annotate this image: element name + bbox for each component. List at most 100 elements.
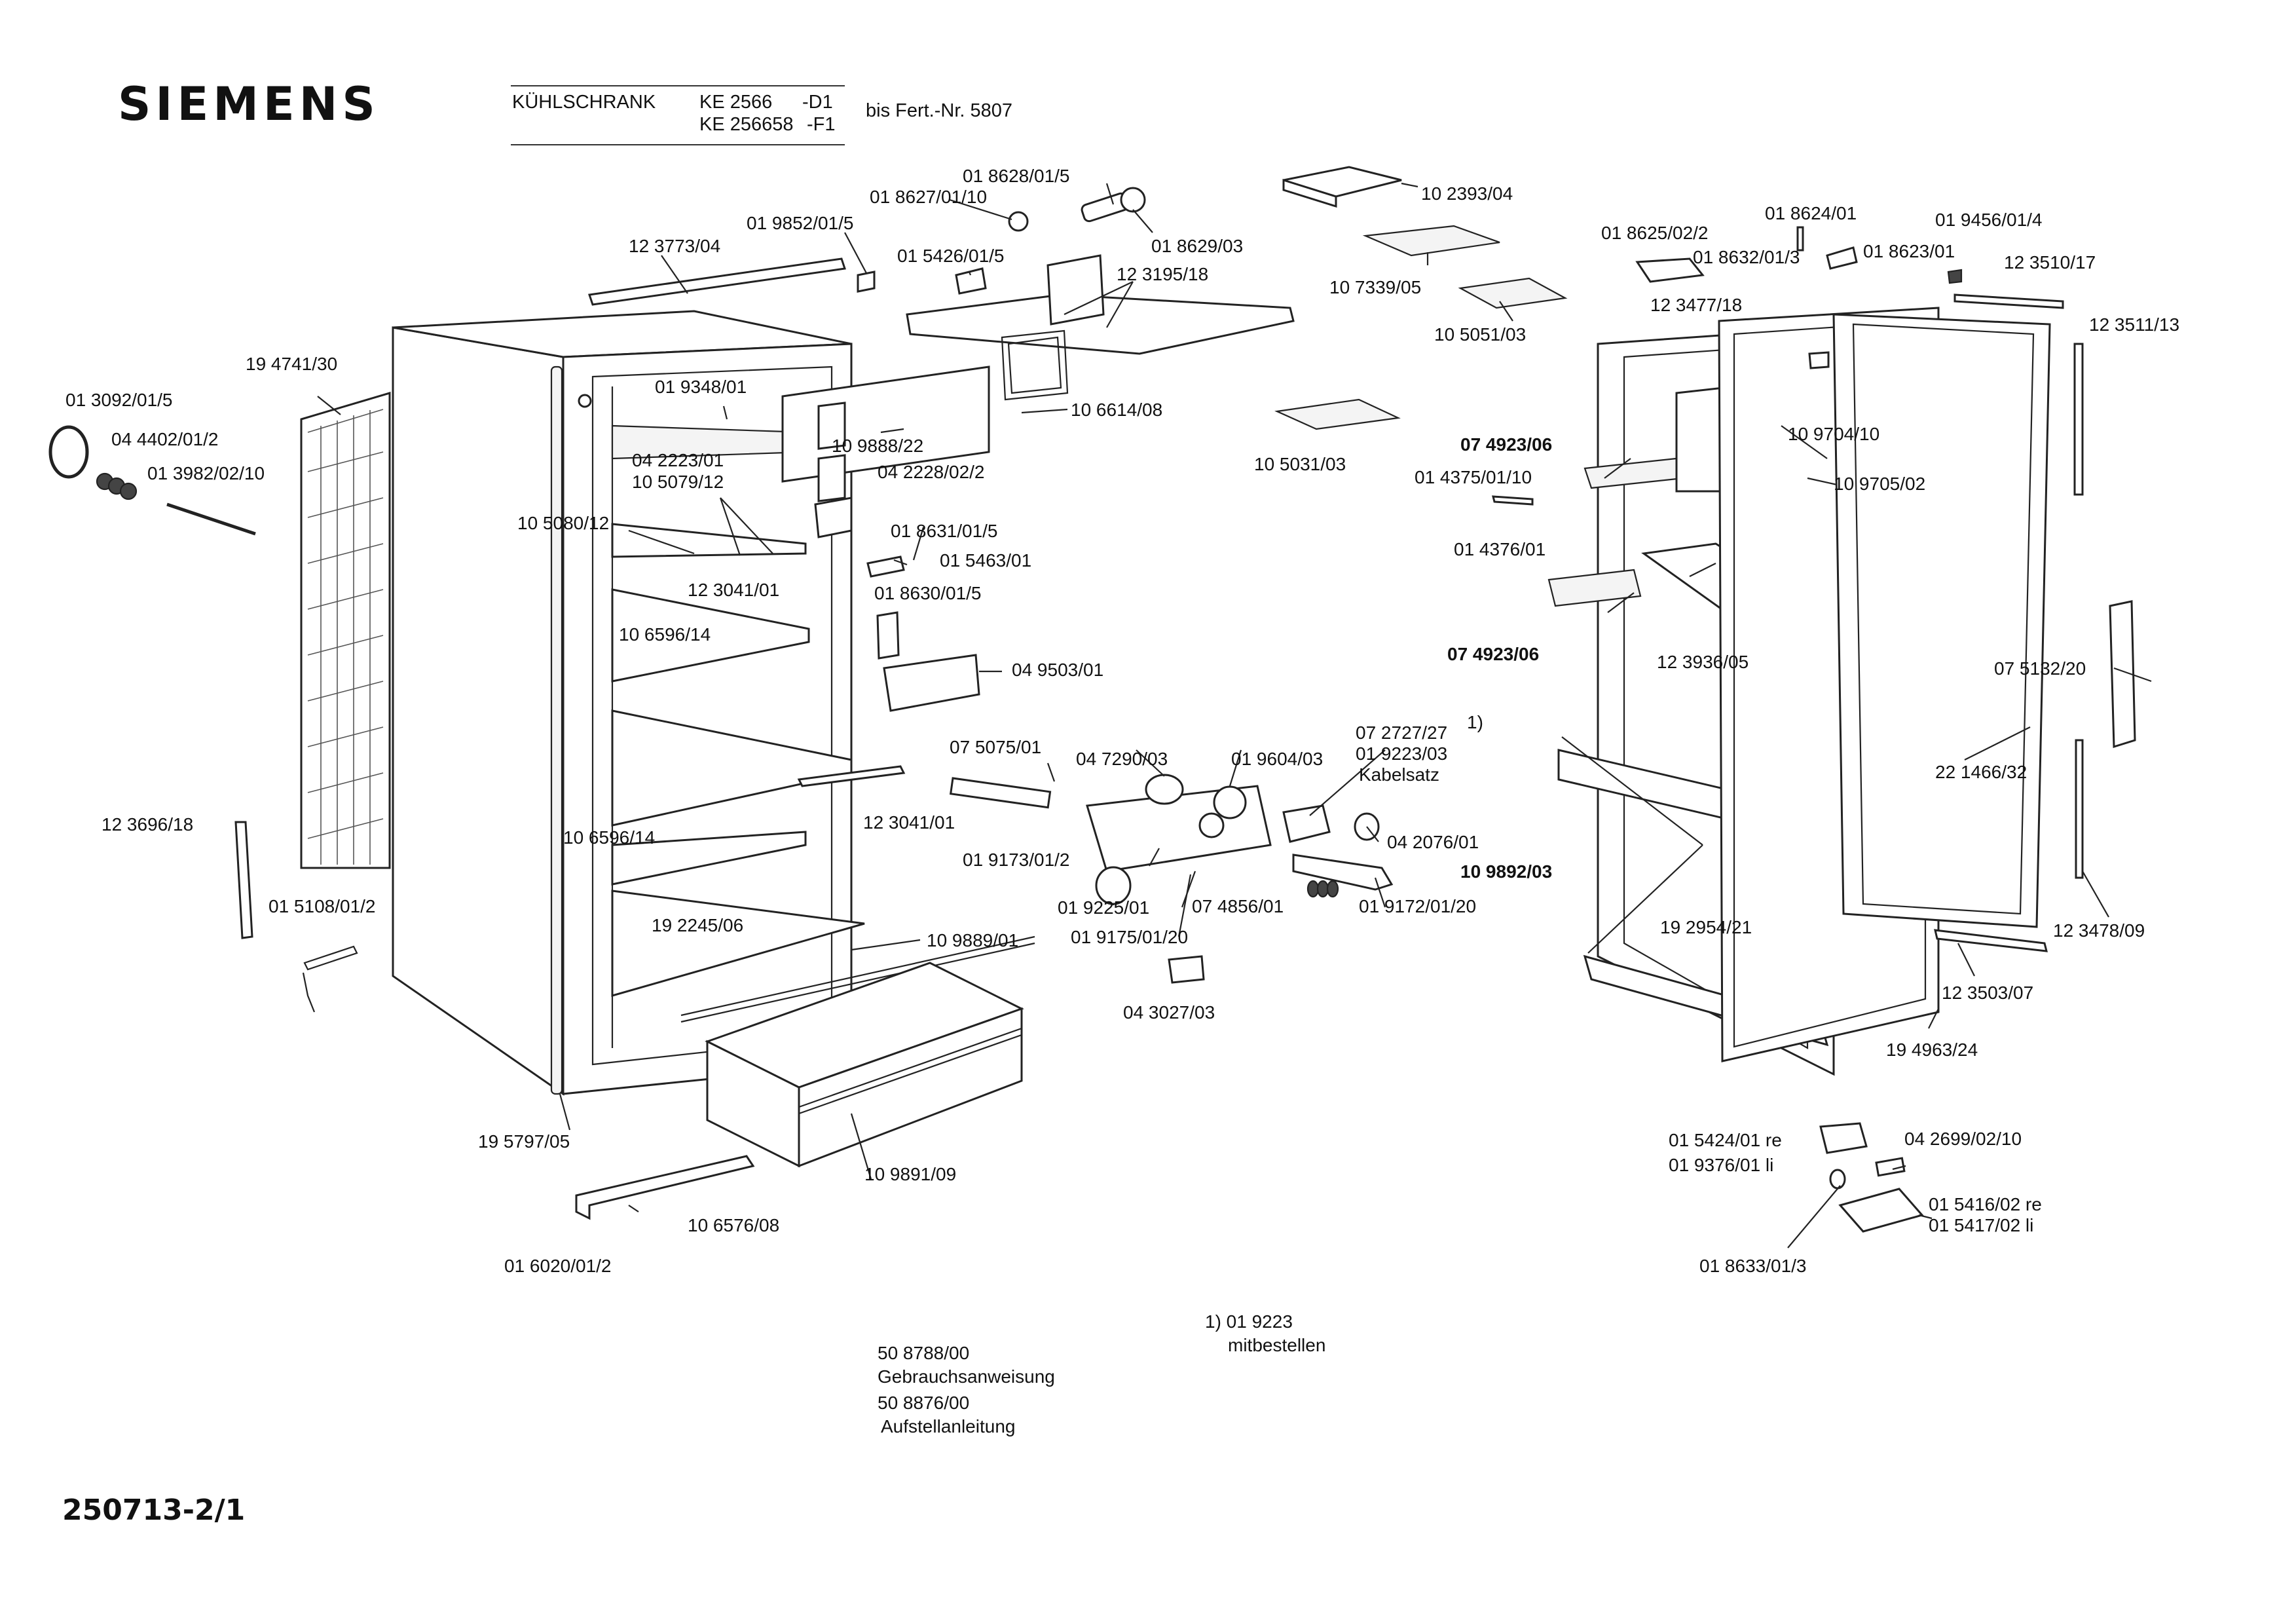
part-label: 01 5417/02 li: [1929, 1215, 2033, 1235]
part-label: 19 4741/30: [246, 354, 337, 374]
spring: [1306, 880, 1339, 898]
part-label: 12 3503/07: [1942, 983, 2033, 1003]
ice-tray: [1362, 225, 1500, 257]
door-handle: [2109, 600, 2136, 749]
part-label: 22 1466/32: [1935, 762, 2027, 782]
hinge-part: [955, 267, 987, 295]
part-label: 01 8629/03: [1151, 236, 1243, 256]
document-number: 250713-2/1: [62, 1493, 246, 1527]
thermostat-sensor: [949, 777, 1052, 809]
knob-cap: [1008, 211, 1029, 232]
part-label: 07 2727/27: [1356, 723, 1447, 743]
crisper-cover-holder: [883, 654, 980, 712]
part-label: 04 2699/02/10: [1904, 1129, 2022, 1149]
variant-1: -D1: [802, 92, 833, 113]
part-label: 12 3195/18: [1117, 264, 1208, 284]
callout-lines: [317, 182, 2152, 1220]
rail: [575, 1155, 755, 1220]
part-label: 10 7339/05: [1329, 277, 1421, 297]
part-label: 01 8628/01/5: [963, 166, 1070, 186]
part-label: 10 9889/01: [927, 930, 1018, 950]
control-box: [781, 366, 990, 483]
part-label: 10 9892/03: [1460, 861, 1552, 882]
part-label: 12 3936/05: [1657, 652, 1749, 672]
manual-number: 50 8788/00: [878, 1343, 970, 1363]
serial-note: bis Fert.-Nr. 5807: [866, 100, 1013, 121]
part-label: 01 9172/01/20: [1359, 896, 1476, 916]
terminal-block: [1282, 804, 1331, 843]
part-label: 12 3696/18: [102, 814, 193, 835]
variant-2: -F1: [807, 114, 836, 135]
door-bottom-strip: [1934, 929, 2048, 952]
part-label: 04 3027/03: [1123, 1002, 1215, 1023]
hinge-cover: [1826, 246, 1858, 270]
part-label: 01 9223/03: [1356, 743, 1447, 764]
part-label: 01 4375/01/10: [1415, 467, 1532, 487]
part-label: 07 4923/06: [1447, 644, 1539, 664]
hinge-top: [1635, 257, 1705, 283]
product-name: KÜHLSCHRANK: [512, 92, 656, 113]
part-label: 04 9503/01: [1012, 660, 1103, 680]
hinge-bushing: [1829, 1169, 1846, 1190]
part-label: 01 9852/01/5: [747, 213, 854, 233]
part-label: 10 5080/12: [517, 513, 609, 533]
part-label: 04 2228/02/2: [878, 462, 985, 482]
part-label: 07 4856/01: [1192, 896, 1284, 916]
model-1: KE 2566: [699, 92, 773, 113]
top-strip: [588, 257, 846, 306]
part-label: 12 3478/09: [2053, 920, 2145, 941]
drain-plug: [96, 472, 138, 500]
part-label: 01 9456/01/4: [1935, 210, 2043, 230]
part-label: 01 8630/01/5: [874, 583, 982, 603]
part-label: 04 2223/01: [632, 450, 724, 470]
part-label: 19 2954/21: [1660, 917, 1752, 937]
part-label: 10 6576/08: [688, 1215, 779, 1235]
manual-label: Gebrauchsanweisung: [878, 1366, 1055, 1387]
part-label: 10 6614/08: [1071, 400, 1162, 420]
door-stop: [234, 821, 253, 939]
part-label: 12 3511/13: [2089, 314, 2179, 335]
part-label: 01 5424/01 re: [1669, 1130, 1782, 1150]
door-trim-lower: [2075, 739, 2084, 879]
footnote-marker: 1): [1467, 712, 1483, 732]
hinge-plate: [1875, 1157, 1906, 1177]
part-label: 01 4376/01: [1454, 539, 1546, 559]
part-label: 12 3773/04: [629, 236, 720, 256]
drain-tube: [166, 502, 256, 536]
footnote-line-1: 1) 01 9223: [1205, 1311, 1293, 1332]
part-label: 10 5079/12: [632, 472, 724, 492]
part-label: 07 4923/06: [1460, 434, 1552, 455]
hinge-pin: [1808, 351, 1830, 369]
part-label: 01 3982/02/10: [147, 463, 265, 483]
part-label: 01 8623/01: [1863, 241, 1955, 261]
part-label: 01 9604/03: [1231, 749, 1323, 769]
part-label: 01 9175/01/20: [1071, 927, 1188, 947]
bracket: [1168, 955, 1205, 984]
part-label: 07 5132/20: [1994, 658, 2086, 679]
part-label: 01 9173/01/2: [963, 850, 1070, 870]
model-2: KE 256658: [699, 114, 794, 135]
gasket-ring: [48, 425, 89, 479]
door-trim-top: [1953, 293, 2064, 309]
part-label: 12 3041/01: [688, 580, 779, 600]
butter-tray: [1274, 398, 1401, 430]
lamp-socket: [814, 497, 853, 538]
part-label: 10 9888/22: [832, 436, 923, 456]
lever: [1292, 854, 1394, 891]
capacitor: [1145, 774, 1184, 805]
part-label: 01 5426/01/5: [897, 246, 1005, 266]
screw-head: [1947, 269, 1963, 284]
part-label: 01 8624/01: [1765, 203, 1857, 223]
part-label: 01 6020/01/2: [504, 1256, 612, 1276]
lower-hinge: [1819, 1122, 1868, 1154]
egg-tray: [1458, 277, 1568, 309]
part-label: 12 3041/01: [863, 812, 955, 833]
part-label: 12 3477/18: [1650, 295, 1742, 315]
install-number: 50 8876/00: [878, 1393, 970, 1413]
part-label: 19 5797/05: [478, 1131, 570, 1152]
part-label: 10 5031/03: [1254, 454, 1346, 474]
part-label: 04 4402/01/2: [111, 429, 219, 449]
header-rule-bottom: [511, 144, 845, 145]
part-label: 01 9225/01: [1058, 897, 1149, 918]
part-label: 01 8633/01/3: [1699, 1256, 1807, 1276]
